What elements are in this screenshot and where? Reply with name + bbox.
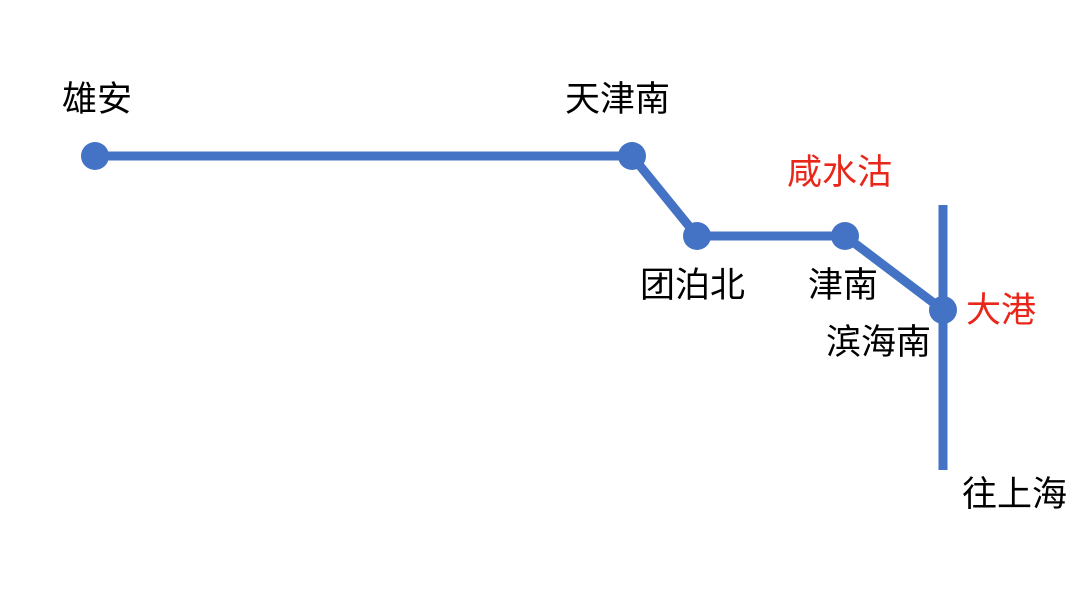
terminus-label-to-shanghai: 往上海 <box>962 475 1068 514</box>
station-label-xiongan: 雄安 <box>62 80 133 119</box>
station-label-dagang: 大港 <box>966 291 1037 330</box>
station-label-jinnan: 津南 <box>808 266 879 305</box>
station-node-jinnan[interactable] <box>831 222 859 250</box>
station-node-dagang[interactable] <box>929 296 957 324</box>
station-node-tuanbo-bei[interactable] <box>683 222 711 250</box>
station-node-tianjin-nan[interactable] <box>618 142 646 170</box>
station-label-tuanbo-bei: 团泊北 <box>640 266 746 305</box>
station-label-xianshuigu: 咸水沽 <box>787 153 893 192</box>
station-node-xiongan[interactable] <box>81 142 109 170</box>
station-label-tianjin-nan: 天津南 <box>565 80 671 119</box>
station-label-binhai-nan: 滨海南 <box>826 323 932 362</box>
